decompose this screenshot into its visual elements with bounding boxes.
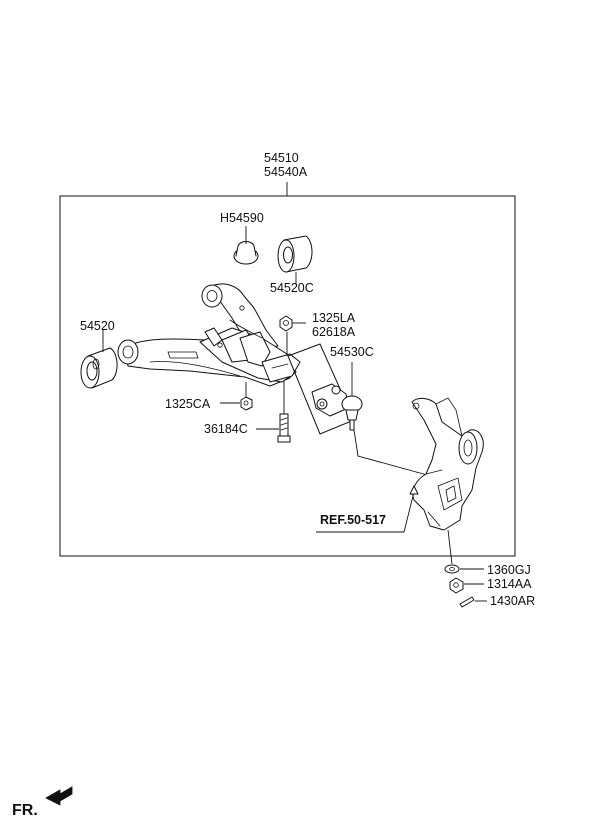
label-54520c[interactable]: 54520C (270, 281, 314, 295)
bushing-54520[interactable] (80, 347, 118, 389)
assembly-frame (59, 195, 516, 557)
washer-1360gj[interactable] (444, 564, 460, 574)
ref-arrow-icon (409, 485, 419, 495)
leader-knuckle-down (447, 529, 453, 565)
label-h54590[interactable]: H54590 (220, 211, 264, 225)
steering-knuckle[interactable] (411, 397, 484, 531)
ball-joint-54530c[interactable] (311, 383, 363, 431)
label-54520[interactable]: 54520 (80, 319, 115, 333)
label-62618a[interactable]: 62618A (312, 325, 356, 339)
ball-joint-to-knuckle-line (353, 429, 439, 479)
bolt-36184c[interactable] (277, 413, 291, 443)
label-1325ca[interactable]: 1325CA (165, 397, 211, 411)
nut-1325ca[interactable] (240, 396, 253, 411)
lower-arm-drawing (117, 283, 301, 387)
nut-1314aa[interactable] (449, 577, 464, 594)
label-ref-50-517[interactable]: REF.50-517 (320, 513, 386, 527)
front-arrow-icon (45, 786, 73, 806)
cap-h54590[interactable] (233, 241, 259, 265)
label-54540a[interactable]: 54540A (264, 165, 308, 179)
pin-1430ar[interactable] (459, 596, 475, 608)
label-1360gj[interactable]: 1360GJ (487, 563, 531, 577)
label-36184c[interactable]: 36184C (204, 422, 248, 436)
bushing-54520c[interactable] (277, 235, 313, 273)
nut-1325la[interactable] (279, 315, 293, 332)
label-54530c[interactable]: 54530C (330, 345, 374, 359)
front-label: FR. (12, 802, 38, 819)
label-54510[interactable]: 54510 (264, 151, 299, 165)
label-1314aa[interactable]: 1314AA (487, 577, 532, 591)
label-1430ar[interactable]: 1430AR (490, 594, 535, 608)
label-1325la[interactable]: 1325LA (312, 311, 356, 325)
leader-ref (316, 491, 415, 533)
